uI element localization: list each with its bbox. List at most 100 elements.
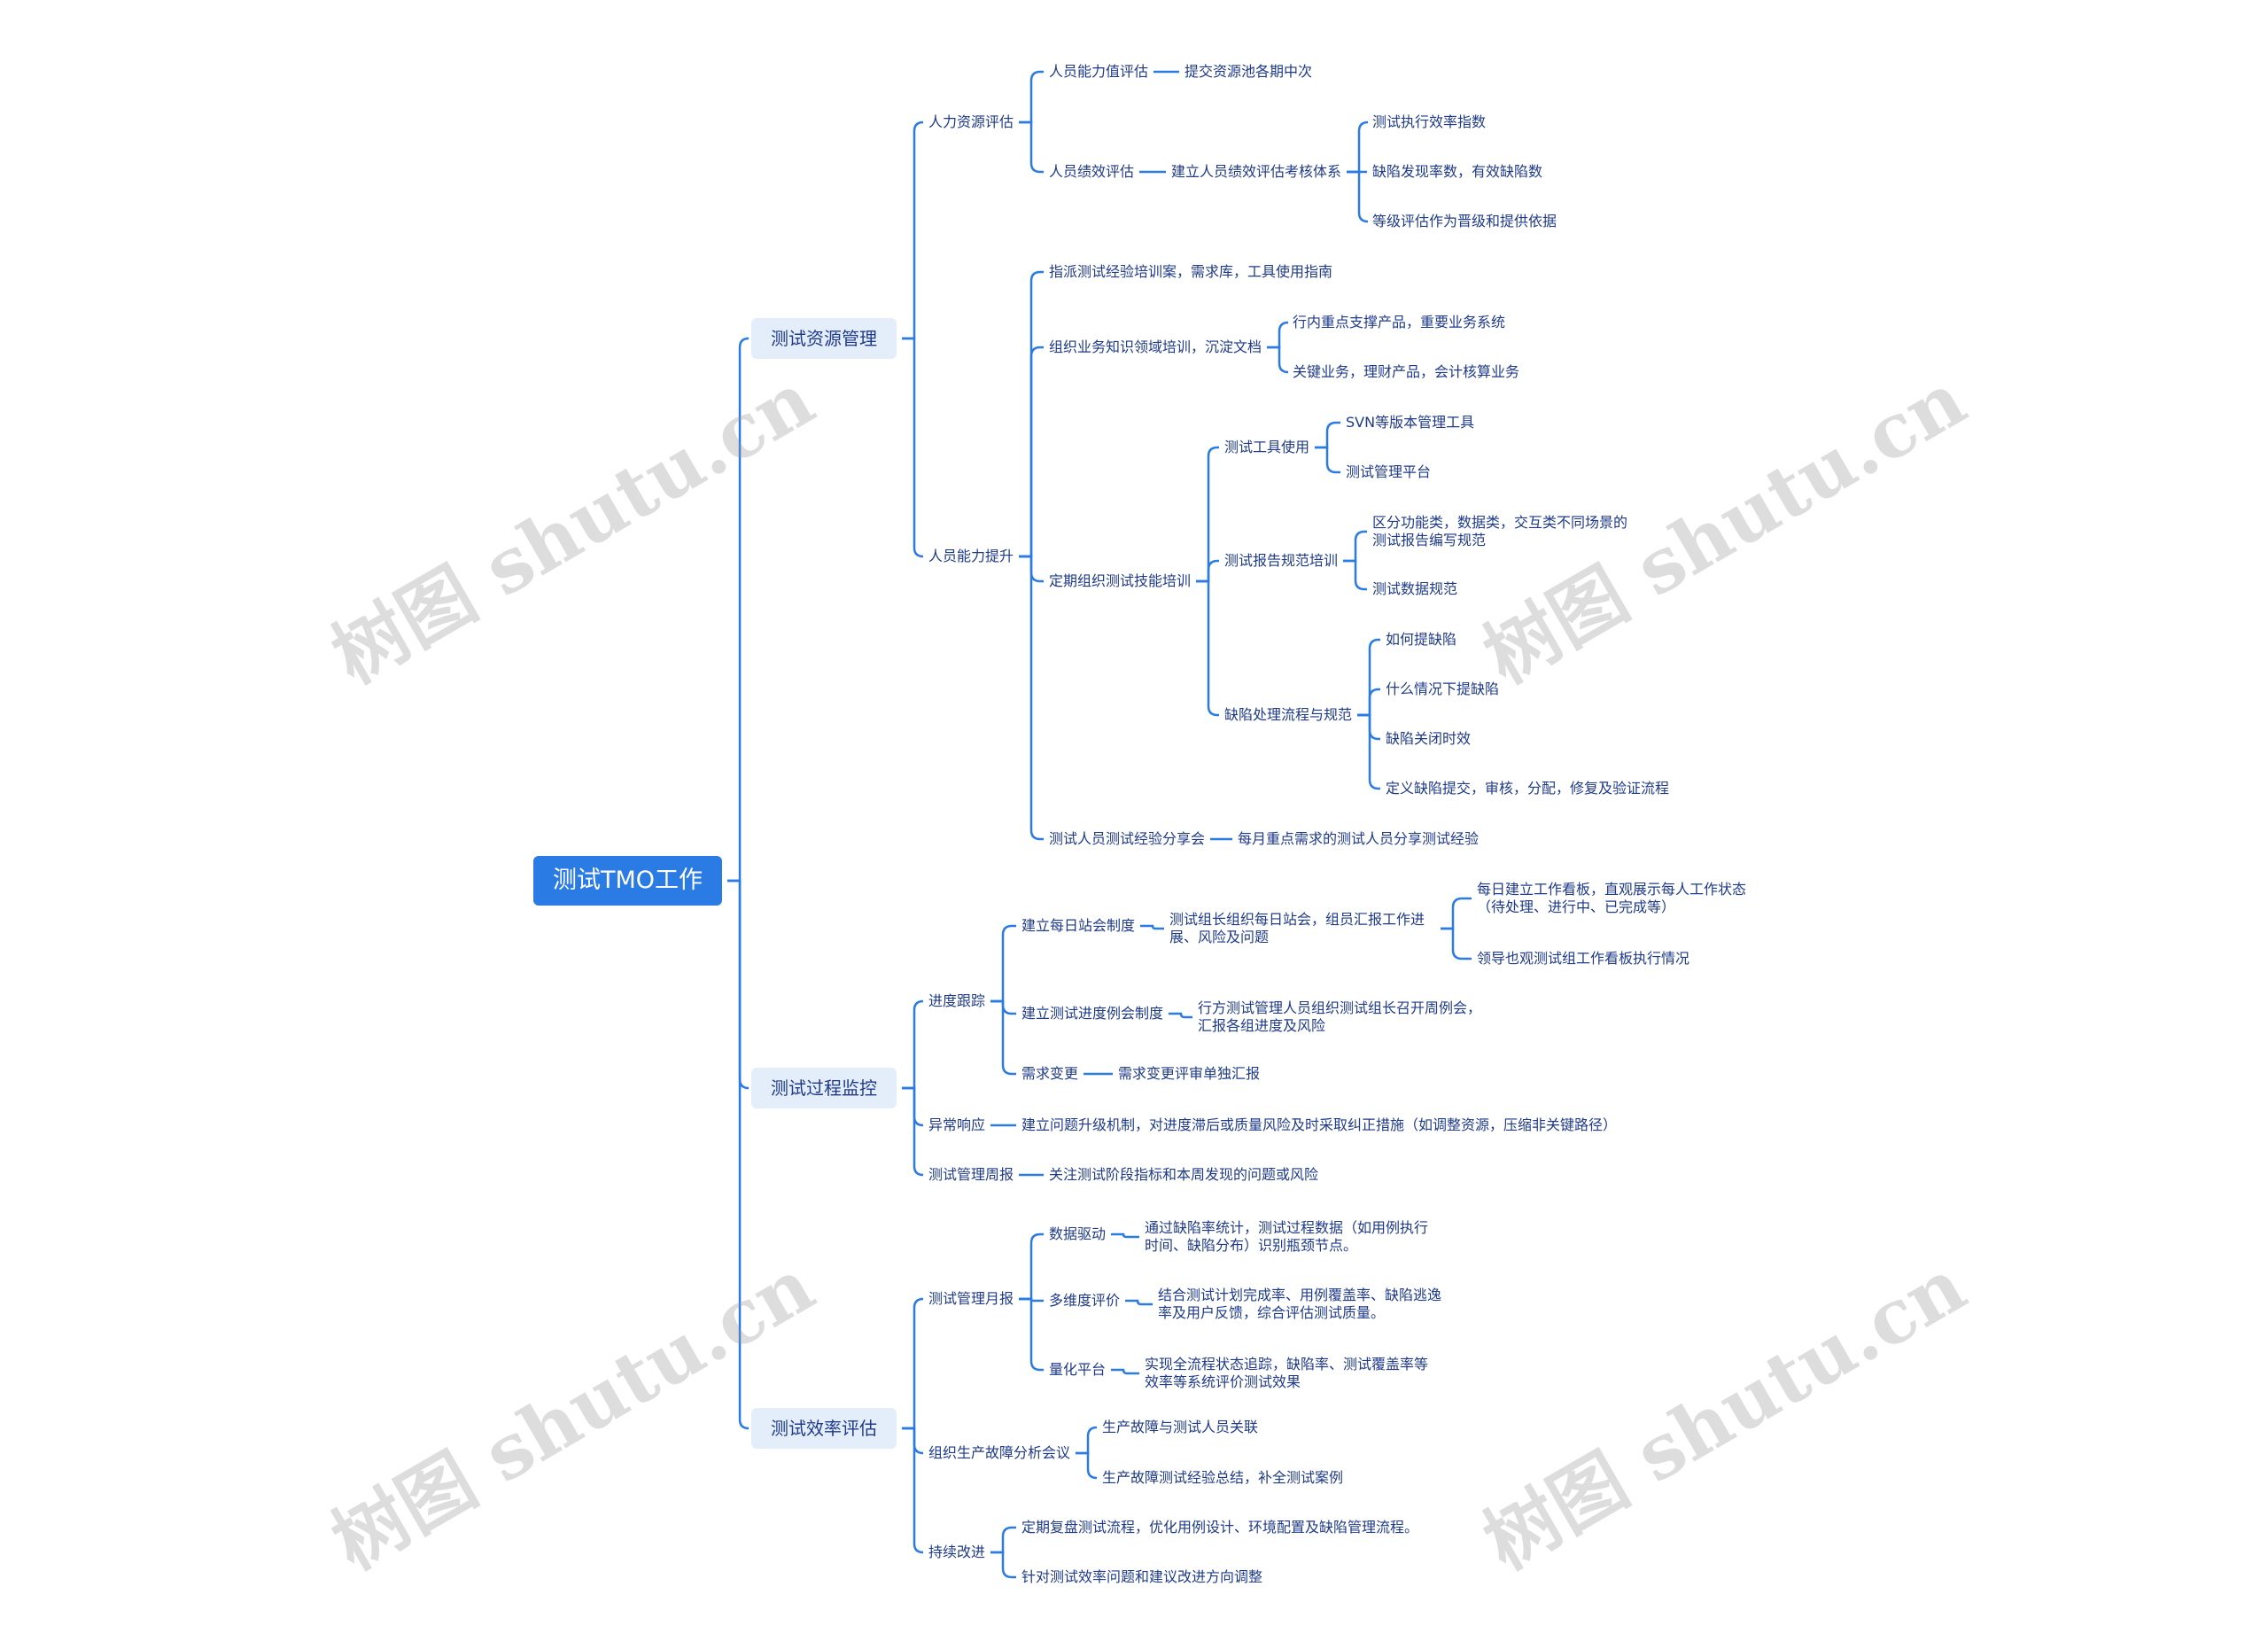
connector-line [1315,446,1340,474]
connector-line [1125,1299,1153,1306]
root-topic[interactable]: 测试TMO工作 [533,856,723,906]
subtopic-node[interactable]: 组织业务知识领域培训，沉淀文档 [1049,338,1262,355]
subtopic-node[interactable]: 领导也观测试组工作看板执行情况 [1477,950,1690,967]
subtopic-node[interactable]: 测试管理平台 [1346,463,1432,480]
subtopic-node[interactable]: 如何提缺陷 [1386,631,1457,648]
subtopic-node[interactable]: 测试数据规范 [1372,580,1458,597]
connector-line [1019,1233,1044,1301]
subtopic-node[interactable]: 测试管理月报 [928,1290,1014,1307]
subtopic-node[interactable]: 建立问题升级机制，对进度滞后或质量风险及时采取纠正措施（如调整资源，压缩非关键路… [1021,1116,1618,1133]
connector-line [727,337,750,883]
connector-line [1076,1451,1098,1480]
connector-line [1441,897,1472,930]
subtopic-node[interactable]: 人力资源评估 [928,113,1014,130]
connector-line [1140,924,1164,930]
connector-line [1196,579,1219,717]
connector-line [990,924,1016,1003]
connector-line [990,1526,1016,1554]
subtopic-node[interactable]: 指派测试经验培训案，需求库，工具使用指南 [1049,263,1333,280]
subtopic-node[interactable]: 行方测试管理人员组织测试组长召开周例会，汇报各组进度及风险 [1198,999,1482,1034]
connector-line [1267,346,1289,374]
connector-line [1347,170,1369,223]
connector-line [902,337,924,558]
connector-line [902,1086,924,1127]
subtopic-node[interactable]: 需求变更评审单独汇报 [1118,1065,1261,1082]
main-topic[interactable]: 测试资源管理 [751,318,897,359]
subtopic-node[interactable]: 测试组长组织每日站会，组员汇报工作进展、风险及问题 [1169,911,1425,945]
connector-line [1343,530,1367,563]
subtopic-node[interactable]: 通过缺陷率统计，测试过程数据（如用例执行时间、缺陷分布）识别瓶颈节点。 [1145,1219,1429,1254]
connector-line [902,121,924,340]
subtopic-node[interactable]: 人员绩效评估 [1049,163,1135,180]
connector-line [1169,1012,1192,1019]
subtopic-node[interactable]: 持续改进 [928,1544,986,1560]
connector-line [902,1427,924,1554]
subtopic-node[interactable]: 测试工具使用 [1224,439,1310,455]
subtopic-node[interactable]: 测试人员测试经验分享会 [1049,830,1206,847]
subtopic-node[interactable]: 建立测试进度例会制度 [1021,1005,1164,1022]
connector-line [1076,1426,1098,1455]
connector-line [1019,555,1044,841]
subtopic-node[interactable]: 缺陷处理流程与规范 [1224,706,1353,723]
subtopic-node[interactable]: 进度跟踪 [928,992,986,1009]
subtopic-node[interactable]: 建立每日站会制度 [1021,917,1136,934]
subtopic-node[interactable]: 测试管理周报 [928,1166,1014,1183]
subtopic-node[interactable]: 什么情况下提缺陷 [1386,680,1500,697]
subtopic-node[interactable]: 定期复盘测试流程，优化用例设计、环境配置及缺陷管理流程。 [1021,1519,1419,1536]
subtopic-node[interactable]: 实现全流程状态追踪，缺陷率、测试覆盖率等效率等系统评价测试效果 [1145,1356,1429,1390]
connector-line [1347,121,1369,174]
subtopic-node[interactable]: 生产故障与测试人员关联 [1102,1419,1259,1435]
connector-line [1019,121,1044,174]
connector-line [1019,70,1044,124]
connector-line [990,1551,1016,1579]
subtopic-node[interactable]: 每月重点需求的测试人员分享测试经验 [1238,830,1480,847]
subtopic-node[interactable]: 缺陷关闭时效 [1386,730,1472,747]
subtopic-node[interactable]: 针对测试效率问题和建议改进方向调整 [1021,1568,1263,1585]
subtopic-node[interactable]: SVN等版本管理工具 [1346,414,1475,431]
subtopic-node[interactable]: 关键业务，理财产品，会计核算业务 [1293,363,1520,380]
connector-line [990,999,1016,1076]
subtopic-node[interactable]: 等级评估作为晋级和提供依据 [1372,213,1557,229]
connector-line [1111,1368,1139,1375]
subtopic-node[interactable]: 提交资源池各期中次 [1184,63,1313,80]
connector-line [1196,559,1219,583]
subtopic-node[interactable]: 行内重点支撑产品，重要业务系统 [1293,314,1506,330]
connector-line [902,1297,924,1430]
main-topic[interactable]: 测试过程监控 [751,1068,897,1108]
subtopic-node[interactable]: 生产故障测试经验总结，补全测试案例 [1102,1469,1344,1486]
connector-line [727,879,750,1430]
connector-line [1357,638,1380,717]
connector-line [1111,1233,1139,1239]
subtopic-node[interactable]: 建立人员绩效评估考核体系 [1171,163,1342,180]
subtopic-node[interactable]: 缺陷发现率数，有效缺陷数 [1372,163,1543,180]
connector-line [1357,688,1380,717]
subtopic-node[interactable]: 每日建立工作看板，直观展示每人工作状态（待处理、进行中、已完成等） [1477,881,1747,915]
connector-line [1019,346,1044,558]
subtopic-node[interactable]: 关注测试阶段指标和本周发现的问题或风险 [1049,1166,1319,1183]
subtopic-node[interactable]: 测试执行效率指数 [1372,113,1487,130]
connector-line [1267,321,1289,349]
connector-line [1343,559,1367,591]
connector-line [1441,927,1472,960]
connector-line [902,1427,924,1455]
subtopic-node[interactable]: 人员能力提升 [928,548,1014,564]
subtopic-node[interactable]: 测试报告规范培训 [1224,552,1339,569]
connector-line [727,879,750,1090]
subtopic-node[interactable]: 定义缺陷提交，审核，分配，修复及验证流程 [1386,780,1670,797]
subtopic-node[interactable]: 多维度评价 [1049,1292,1121,1309]
main-topic[interactable]: 测试效率评估 [751,1408,897,1449]
subtopic-node[interactable]: 区分功能类，数据类，交互类不同场景的测试报告编写规范 [1372,514,1628,548]
subtopic-node[interactable]: 量化平台 [1049,1361,1107,1378]
subtopic-node[interactable]: 人员能力值评估 [1049,63,1149,80]
connector-line [1315,421,1340,449]
subtopic-node[interactable]: 数据驱动 [1049,1225,1107,1242]
subtopic-node[interactable]: 需求变更 [1021,1065,1079,1082]
subtopic-node[interactable]: 异常响应 [928,1116,986,1133]
subtopic-node[interactable]: 组织生产故障分析会议 [928,1444,1071,1461]
connector-line [902,1086,924,1177]
subtopic-node[interactable]: 结合测试计划完成率、用例覆盖率、缺陷逃逸率及用户反馈，综合评估测试质量。 [1158,1287,1442,1321]
subtopic-node[interactable]: 定期组织测试技能培训 [1049,572,1192,589]
connector-line [902,999,924,1090]
